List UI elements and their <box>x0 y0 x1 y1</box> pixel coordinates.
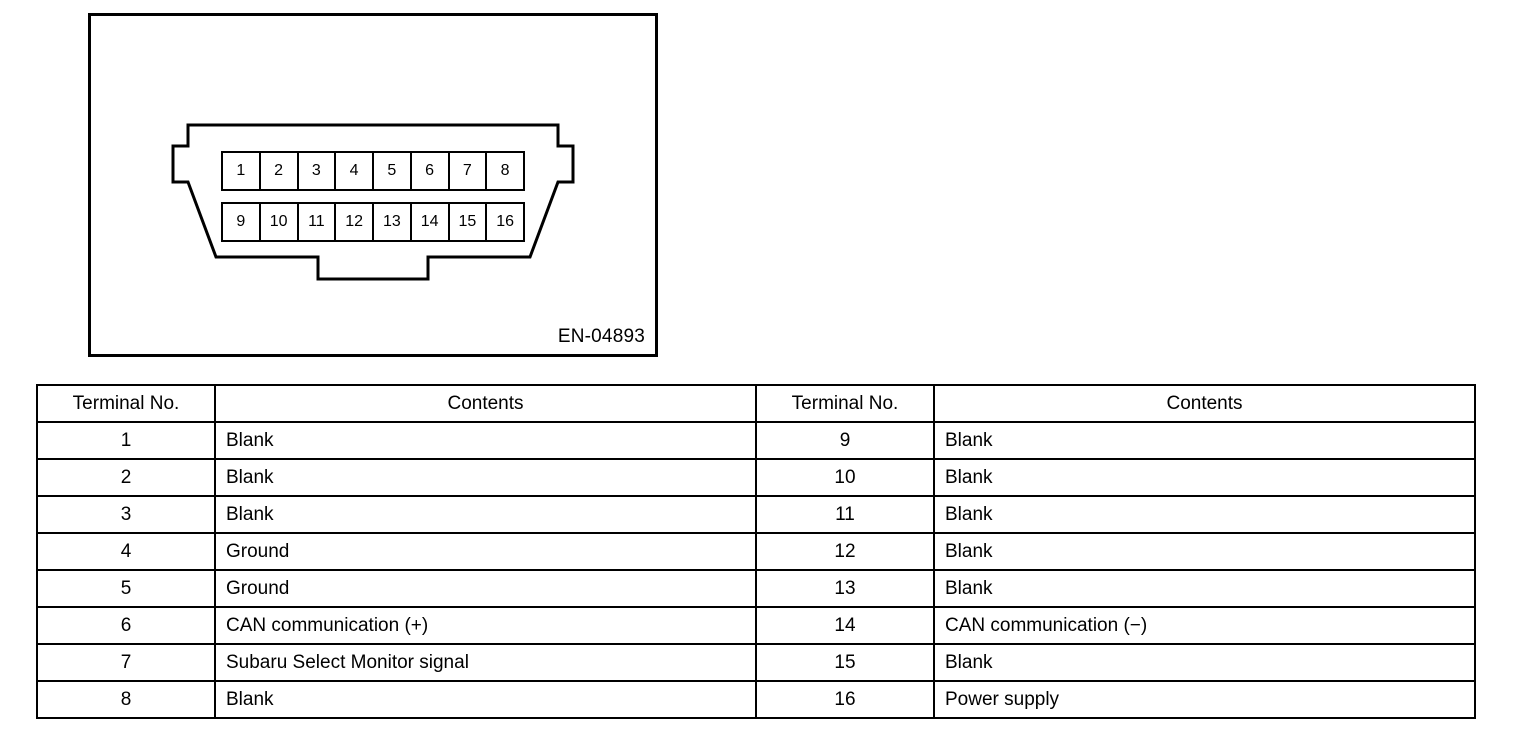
pin-cell-1: 1 <box>223 153 261 189</box>
cell-contents-left: Blank <box>214 495 757 534</box>
pin-cell-7: 7 <box>450 153 488 189</box>
cell-contents-left: Ground <box>214 569 757 608</box>
cell-contents-left: Subaru Select Monitor signal <box>214 643 757 682</box>
pin-row-bottom: 9 10 11 12 13 14 15 16 <box>221 202 525 242</box>
cell-terminal-right: 15 <box>755 643 935 682</box>
cell-terminal-left: 6 <box>36 606 216 645</box>
pin-row-top: 1 2 3 4 5 6 7 8 <box>221 151 525 191</box>
cell-contents-right: Blank <box>933 569 1476 608</box>
pin-cell-9: 9 <box>223 204 261 240</box>
cell-contents-left: CAN communication (+) <box>214 606 757 645</box>
cell-contents-left: Blank <box>214 458 757 497</box>
pin-cell-5: 5 <box>374 153 412 189</box>
pin-cell-14: 14 <box>412 204 450 240</box>
cell-terminal-left: 2 <box>36 458 216 497</box>
table-header-row: Terminal No. Contents Terminal No. Conte… <box>36 384 1476 423</box>
cell-terminal-right: 16 <box>755 680 935 719</box>
cell-terminal-right: 10 <box>755 458 935 497</box>
pin-cell-8: 8 <box>500 162 510 179</box>
pin-cell-4: 4 <box>336 153 374 189</box>
cell-contents-right: Blank <box>933 643 1476 682</box>
cell-contents-right: Blank <box>933 421 1476 460</box>
header-terminal-no-left: Terminal No. <box>36 384 216 423</box>
header-contents-left: Contents <box>214 384 757 423</box>
cell-terminal-right: 11 <box>755 495 935 534</box>
figure-code-label: EN-04893 <box>557 326 645 347</box>
cell-terminal-right: 14 <box>755 606 935 645</box>
cell-terminal-left: 3 <box>36 495 216 534</box>
cell-terminal-right: 13 <box>755 569 935 608</box>
connector-figure-panel: 1 2 3 4 5 6 7 8 9 10 11 12 13 14 15 16 E… <box>88 13 658 357</box>
pin-cell-12: 12 <box>336 204 374 240</box>
cell-contents-left: Blank <box>214 421 757 460</box>
pin-cell-10: 10 <box>261 204 299 240</box>
pin-cell-2: 2 <box>261 153 299 189</box>
cell-contents-left: Ground <box>214 532 757 571</box>
cell-terminal-right: 9 <box>755 421 935 460</box>
pin-cell-6: 6 <box>412 153 450 189</box>
pin-cell-15: 15 <box>450 204 488 240</box>
pin-cell-13: 13 <box>374 204 412 240</box>
cell-contents-right: CAN communication (−) <box>933 606 1476 645</box>
cell-terminal-left: 5 <box>36 569 216 608</box>
cell-contents-left: Blank <box>214 680 757 719</box>
cell-contents-right: Power supply <box>933 680 1476 719</box>
pin-cell-11: 11 <box>299 204 337 240</box>
cell-terminal-right: 12 <box>755 532 935 571</box>
cell-contents-right: Blank <box>933 532 1476 571</box>
header-terminal-no-right: Terminal No. <box>755 384 935 423</box>
cell-terminal-left: 1 <box>36 421 216 460</box>
header-contents-right: Contents <box>933 384 1476 423</box>
cell-terminal-left: 8 <box>36 680 216 719</box>
cell-terminal-left: 4 <box>36 532 216 571</box>
terminal-assignment-table: Terminal No. Contents Terminal No. Conte… <box>36 384 1476 719</box>
pin-cell-16: 16 <box>496 213 515 230</box>
connector-outline-icon <box>171 123 575 281</box>
cell-contents-right: Blank <box>933 458 1476 497</box>
cell-terminal-left: 7 <box>36 643 216 682</box>
cell-contents-right: Blank <box>933 495 1476 534</box>
pin-cell-3: 3 <box>299 153 337 189</box>
